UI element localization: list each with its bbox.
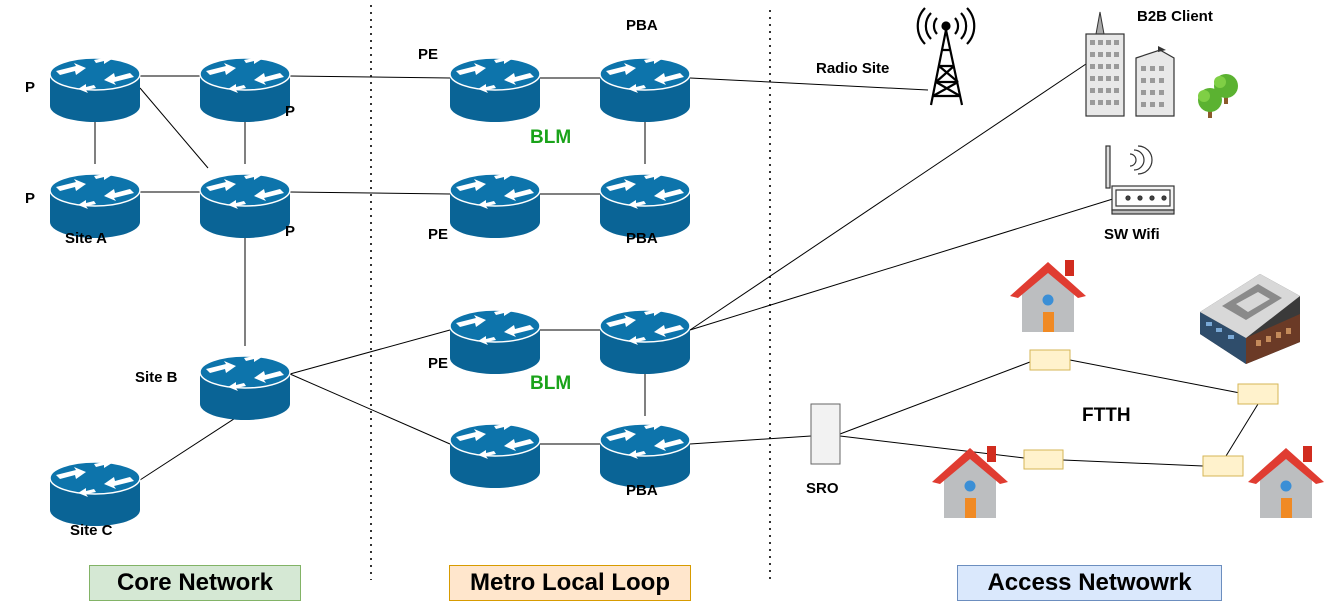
house-icon	[932, 446, 1008, 518]
label-site-a: Site A	[65, 230, 107, 247]
label-blm-1: BLM	[530, 127, 571, 148]
router-icon	[599, 170, 691, 239]
apartment-building-icon	[1200, 274, 1300, 364]
label-sw-wifi: SW Wifi	[1104, 226, 1160, 243]
router-icon	[449, 306, 541, 375]
label-pba-2: PBA	[626, 230, 658, 247]
splitter-box-icon	[1023, 349, 1279, 477]
label-p-core-4: P	[285, 223, 295, 240]
house-icon	[1010, 260, 1086, 332]
label-b2b-client: B2B Client	[1137, 8, 1213, 25]
router-icon	[49, 54, 141, 123]
label-pe-1: PE	[418, 46, 438, 63]
sro-cabinet-icon	[810, 403, 841, 465]
label-site-c: Site C	[70, 522, 113, 539]
router-icon	[49, 170, 141, 239]
section-metro-local-loop: Metro Local Loop	[449, 565, 691, 601]
label-blm-2: BLM	[530, 373, 571, 394]
router-icon	[599, 420, 691, 489]
wifi-router-icon	[1105, 145, 1175, 215]
connection-lines	[94, 63, 1259, 481]
label-p-core-3: P	[25, 190, 35, 207]
section-access-network: Access Netwowrk	[957, 565, 1222, 601]
label-p-core-2: P	[285, 103, 295, 120]
office-building-icon	[1085, 11, 1175, 117]
router-icon	[599, 54, 691, 123]
router-icon	[49, 458, 141, 527]
label-ftth: FTTH	[1082, 405, 1131, 426]
label-pba-3: PBA	[626, 482, 658, 499]
router-icon	[199, 352, 291, 421]
router-icon	[599, 306, 691, 375]
router-icon	[449, 54, 541, 123]
label-p-core-1: P	[25, 79, 35, 96]
house-icon	[1248, 446, 1324, 518]
label-pe-2: PE	[428, 226, 448, 243]
tree-icon	[1198, 74, 1238, 118]
label-pe-3: PE	[428, 355, 448, 372]
radio-tower-icon	[916, 7, 976, 106]
label-radio-site: Radio Site	[816, 60, 889, 77]
router-icon	[199, 54, 291, 123]
router-icon	[449, 420, 541, 489]
router-icon	[449, 170, 541, 239]
router-icon	[199, 170, 291, 239]
label-site-b: Site B	[135, 369, 178, 386]
label-sro: SRO	[806, 480, 839, 497]
section-core-network: Core Network	[89, 565, 301, 601]
label-pba-1: PBA	[626, 17, 658, 34]
